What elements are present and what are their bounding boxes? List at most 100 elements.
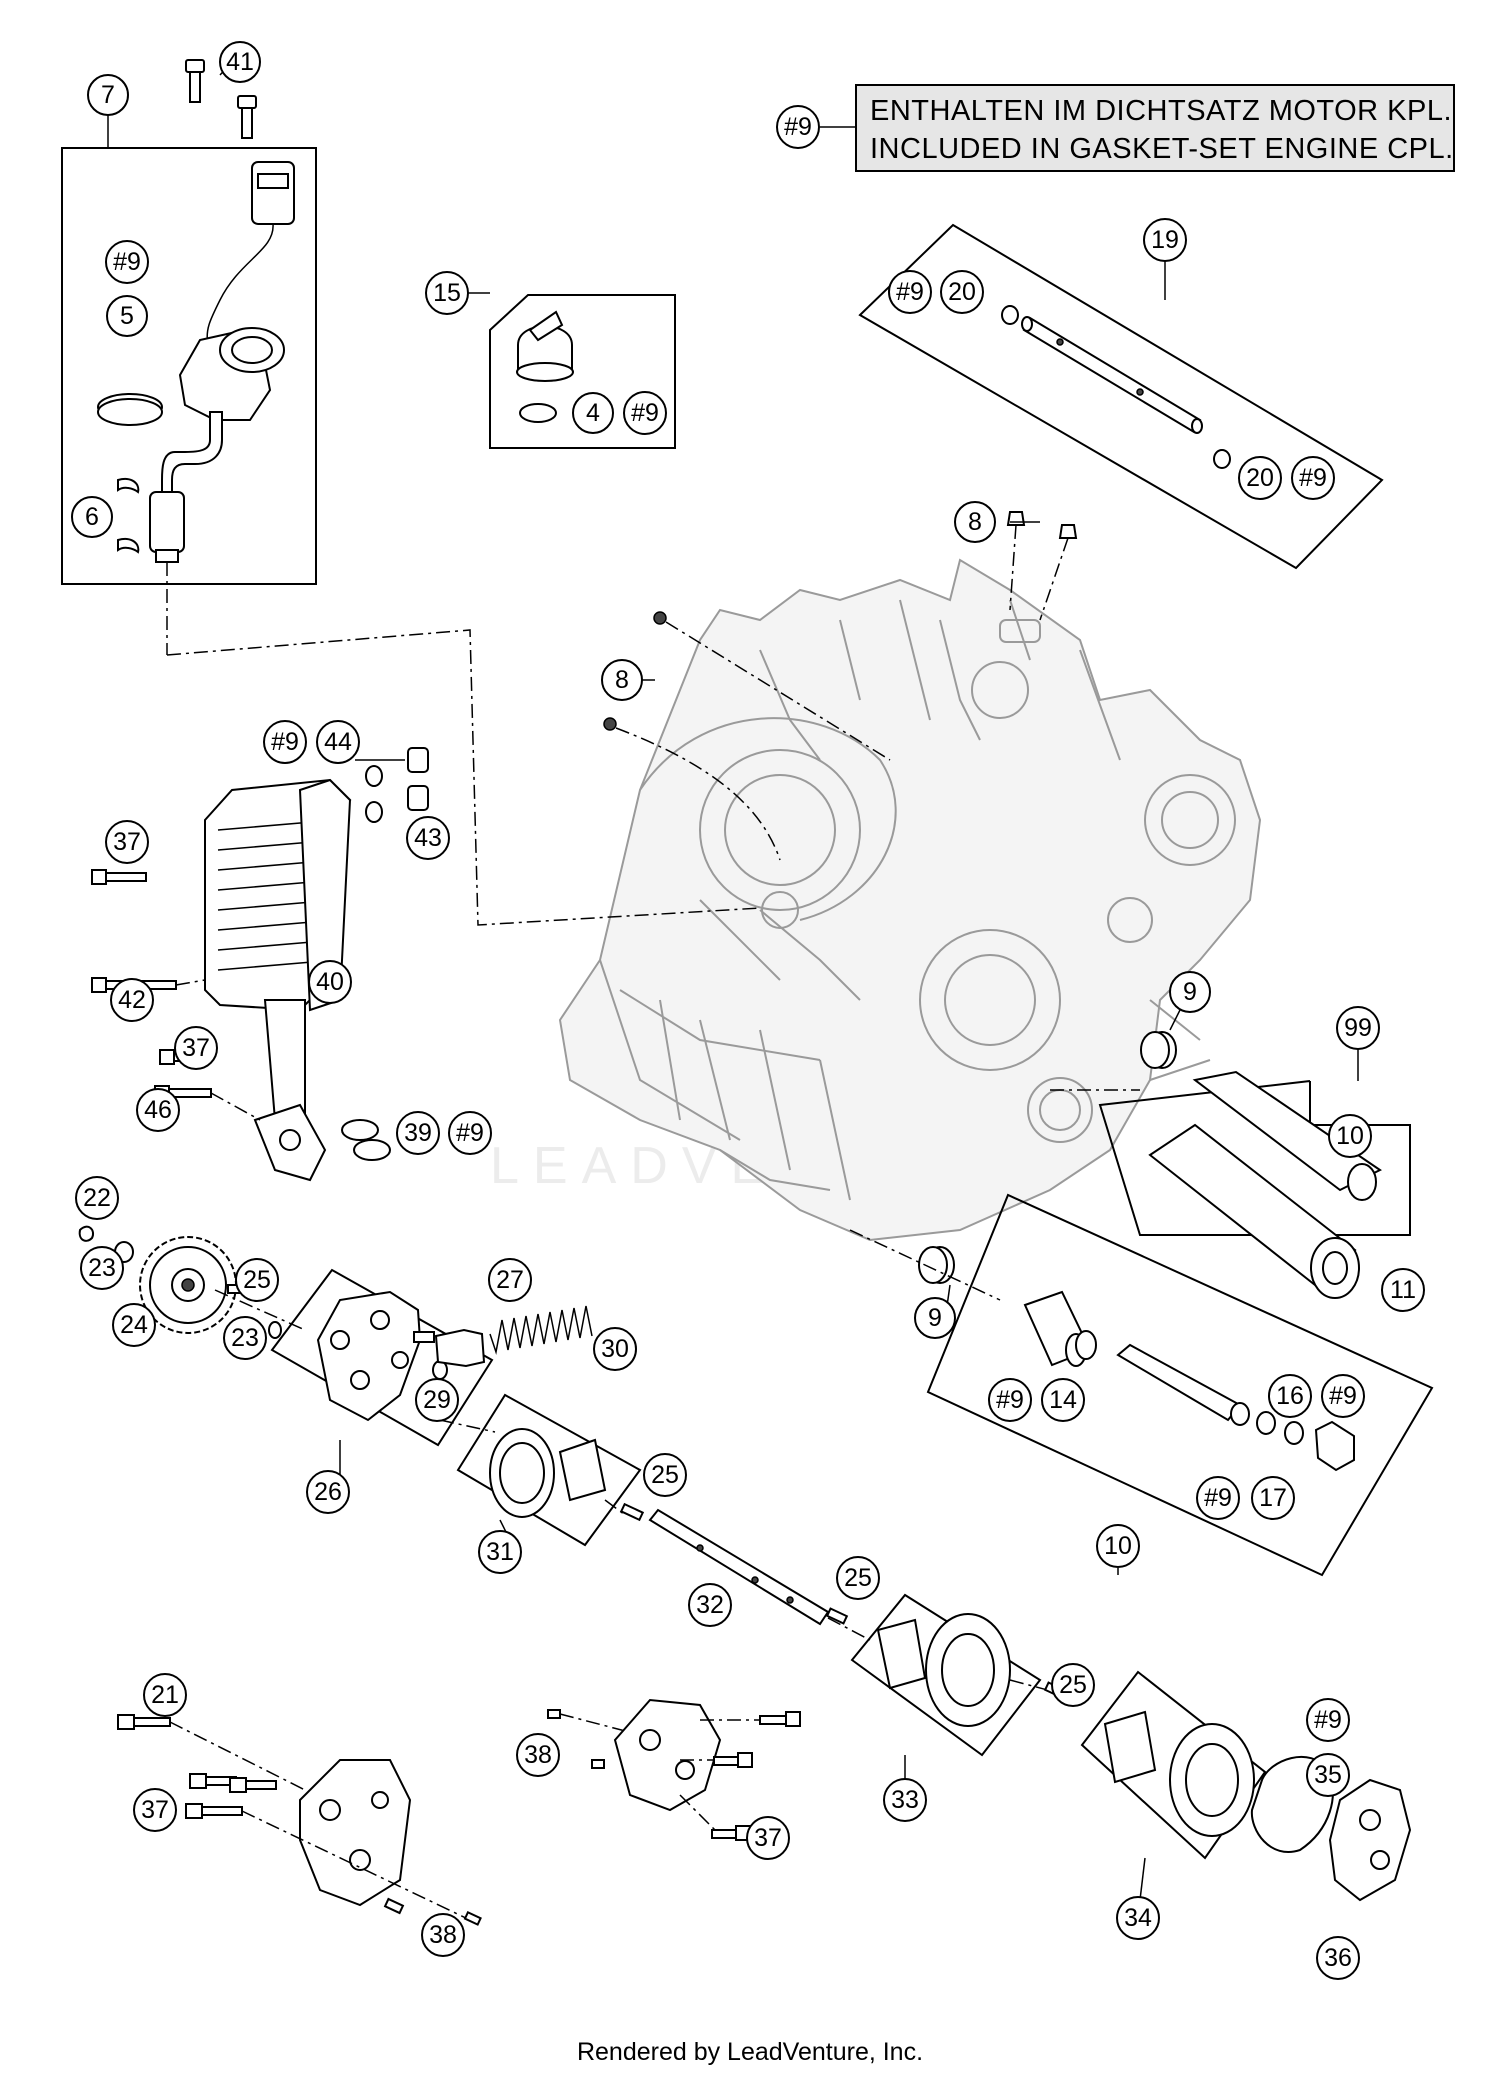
callout-4[interactable]: 4 xyxy=(572,392,614,434)
callout-30[interactable]: 30 xyxy=(593,1327,637,1371)
callout-25-b[interactable]: 25 xyxy=(643,1453,687,1497)
svg-text:#9: #9 xyxy=(113,248,141,276)
callout-9-b[interactable]: 9 xyxy=(914,1297,956,1339)
callout-44[interactable]: 44 xyxy=(316,720,360,764)
svg-text:23: 23 xyxy=(88,1254,116,1282)
callout-40[interactable]: 40 xyxy=(308,960,352,1004)
svg-text:#9: #9 xyxy=(896,278,924,306)
callout-32[interactable]: 32 xyxy=(688,1583,732,1627)
svg-text:21: 21 xyxy=(151,1681,179,1709)
callout-gasket-set-c[interactable]: #9 xyxy=(888,270,932,314)
callout-gasket-set-d[interactable]: #9 xyxy=(1291,456,1335,500)
svg-text:37: 37 xyxy=(113,828,141,856)
svg-text:23: 23 xyxy=(231,1324,259,1352)
callout-39[interactable]: 39 xyxy=(396,1111,440,1155)
callout-8-a[interactable]: 8 xyxy=(954,501,996,543)
callout-46[interactable]: 46 xyxy=(136,1088,180,1132)
callout-23-b[interactable]: 23 xyxy=(223,1316,267,1360)
callout-42[interactable]: 42 xyxy=(110,978,154,1022)
svg-text:4: 4 xyxy=(586,399,600,427)
callout-gasket-set-e[interactable]: #9 xyxy=(263,720,307,764)
oil-pickup-assembly xyxy=(61,59,317,655)
callout-gasket-set-f[interactable]: #9 xyxy=(448,1111,492,1155)
callout-gasket-set-h[interactable]: #9 xyxy=(1321,1374,1365,1418)
callout-37-b[interactable]: 37 xyxy=(174,1026,218,1070)
svg-text:20: 20 xyxy=(1246,464,1274,492)
callout-24[interactable]: 24 xyxy=(112,1303,156,1347)
callout-gasket-set-g[interactable]: #9 xyxy=(988,1378,1032,1422)
callout-20-a[interactable]: 20 xyxy=(940,270,984,314)
callout-21[interactable]: 21 xyxy=(143,1673,187,1717)
callout-38-a[interactable]: 38 xyxy=(421,1913,465,1957)
svg-text:40: 40 xyxy=(316,968,344,996)
engine-crankcase xyxy=(558,558,1262,1242)
callout-31[interactable]: 31 xyxy=(478,1530,522,1574)
callout-8-b[interactable]: 8 xyxy=(601,659,643,701)
callout-7[interactable]: 7 xyxy=(87,74,129,116)
svg-text:22: 22 xyxy=(83,1184,111,1212)
svg-text:37: 37 xyxy=(141,1796,169,1824)
svg-text:99: 99 xyxy=(1344,1014,1372,1042)
svg-text:27: 27 xyxy=(496,1266,524,1294)
callout-33[interactable]: 33 xyxy=(883,1778,927,1822)
callout-41[interactable]: 41 xyxy=(219,41,261,83)
callout-20-b[interactable]: 20 xyxy=(1238,456,1282,500)
callout-36[interactable]: 36 xyxy=(1316,1936,1360,1980)
callout-25-a[interactable]: 25 xyxy=(235,1258,279,1302)
svg-text:26: 26 xyxy=(314,1478,342,1506)
callout-43[interactable]: 43 xyxy=(406,816,450,860)
svg-text:32: 32 xyxy=(696,1591,724,1619)
callout-5[interactable]: 5 xyxy=(106,295,148,337)
pump-shaft xyxy=(648,1508,871,1641)
callout-26[interactable]: 26 xyxy=(306,1470,350,1514)
callout-25-d[interactable]: 25 xyxy=(1051,1663,1095,1707)
note-line-de: ENTHALTEN IM DICHTSATZ MOTOR KPL. xyxy=(870,95,1452,127)
footer-credit: Rendered by LeadVenture, Inc. xyxy=(576,2038,924,2066)
svg-text:#9: #9 xyxy=(784,113,812,141)
callout-19[interactable]: 19 xyxy=(1143,218,1187,262)
callout-10-a[interactable]: 10 xyxy=(1328,1114,1372,1158)
svg-text:6: 6 xyxy=(85,503,99,531)
callout-16[interactable]: 16 xyxy=(1268,1374,1312,1418)
svg-text:36: 36 xyxy=(1324,1944,1352,1972)
svg-text:#9: #9 xyxy=(1329,1382,1357,1410)
callout-25-c[interactable]: 25 xyxy=(836,1556,880,1600)
svg-text:38: 38 xyxy=(429,1921,457,1949)
callout-23-a[interactable]: 23 xyxy=(80,1246,124,1290)
svg-text:#9: #9 xyxy=(1314,1706,1342,1734)
callout-gasket-set-j[interactable]: #9 xyxy=(1306,1698,1350,1742)
callout-34[interactable]: 34 xyxy=(1116,1896,1160,1940)
callout-38-b[interactable]: 38 xyxy=(516,1733,560,1777)
callout-gasket-set-b[interactable]: #9 xyxy=(623,391,667,435)
svg-text:25: 25 xyxy=(243,1266,271,1294)
callout-10-b[interactable]: 10 xyxy=(1096,1524,1140,1568)
callout-37-d[interactable]: 37 xyxy=(746,1816,790,1860)
svg-text:#9: #9 xyxy=(456,1119,484,1147)
callout-37-a[interactable]: 37 xyxy=(105,820,149,864)
svg-text:25: 25 xyxy=(651,1461,679,1489)
callout-9-a[interactable]: 9 xyxy=(1169,971,1211,1013)
callout-15[interactable]: 15 xyxy=(425,271,469,315)
callout-gasket-set-a[interactable]: #9 xyxy=(105,240,149,284)
svg-text:25: 25 xyxy=(844,1564,872,1592)
svg-text:29: 29 xyxy=(423,1386,451,1414)
pump-rotor-set-31 xyxy=(456,1393,645,1547)
callout-27[interactable]: 27 xyxy=(488,1258,532,1302)
svg-text:37: 37 xyxy=(182,1034,210,1062)
callout-14[interactable]: 14 xyxy=(1041,1378,1085,1422)
oil-pump-drive xyxy=(78,1225,306,1339)
svg-text:33: 33 xyxy=(891,1786,919,1814)
callout-99[interactable]: 99 xyxy=(1336,1006,1380,1050)
callout-37-c[interactable]: 37 xyxy=(133,1788,177,1832)
svg-text:14: 14 xyxy=(1049,1386,1077,1414)
callout-11[interactable]: 11 xyxy=(1381,1268,1425,1312)
callout-22[interactable]: 22 xyxy=(75,1176,119,1220)
pump-rotor-set-34 xyxy=(1080,1670,1412,1902)
callout-29[interactable]: 29 xyxy=(415,1378,459,1422)
svg-text:19: 19 xyxy=(1151,226,1179,254)
callout-6[interactable]: 6 xyxy=(71,496,113,538)
callout-gasket-set-i[interactable]: #9 xyxy=(1196,1476,1240,1520)
callout-note-ref[interactable]: #9 xyxy=(776,105,820,149)
callout-17[interactable]: 17 xyxy=(1251,1476,1295,1520)
callout-35[interactable]: 35 xyxy=(1306,1753,1350,1797)
